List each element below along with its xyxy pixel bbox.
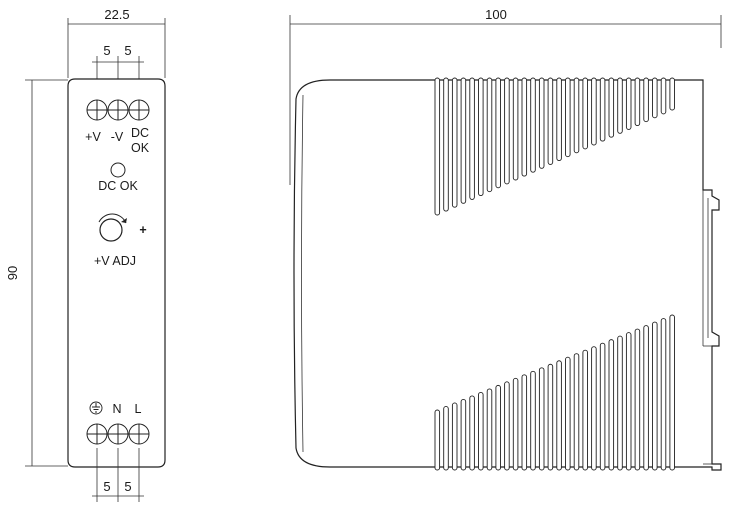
vent-slot-bottom bbox=[512, 377, 519, 471]
vent-slot-top bbox=[443, 77, 449, 212]
dc-ok-led-label: DC OK bbox=[98, 179, 138, 193]
terminal-screw-ground bbox=[86, 423, 108, 445]
side-view: 100 bbox=[289, 7, 722, 471]
terminal-pitch-bottom-dimension: 5 5 bbox=[92, 448, 144, 502]
top-vent-slots bbox=[434, 77, 675, 216]
vent-slot-bottom bbox=[634, 328, 641, 471]
vent-slot-bottom bbox=[434, 409, 441, 471]
vent-slot-top bbox=[625, 77, 632, 130]
vent-slot-bottom bbox=[547, 363, 554, 471]
vent-slot-top bbox=[486, 77, 493, 193]
terminal-screw-dc-ok bbox=[128, 99, 150, 121]
front-width-value: 22.5 bbox=[104, 7, 129, 22]
vent-slot-top bbox=[608, 77, 615, 138]
side-bezel-line bbox=[301, 94, 304, 453]
vent-slot-bottom bbox=[495, 384, 501, 471]
vent-slot-bottom bbox=[608, 339, 615, 471]
terminal-screw-line bbox=[128, 423, 150, 445]
vent-slot-bottom bbox=[582, 349, 588, 471]
vent-slot-bottom bbox=[538, 367, 545, 471]
voltage-adjust-potentiometer: + +V ADJ bbox=[94, 213, 147, 268]
terminal-screw-plus-v bbox=[86, 99, 108, 121]
vent-slot-top bbox=[660, 77, 667, 115]
vent-slot-top bbox=[460, 77, 467, 204]
terminal-label-dc: DC bbox=[131, 126, 149, 140]
vent-slot-bottom bbox=[669, 314, 675, 471]
vent-slot-bottom bbox=[469, 395, 475, 471]
terminal-pitch-top-1: 5 bbox=[103, 43, 110, 58]
vent-slot-top bbox=[634, 77, 641, 127]
din-rail-clip bbox=[702, 190, 712, 465]
terminal-label-plus-v: +V bbox=[85, 130, 101, 144]
vent-slot-top bbox=[478, 77, 484, 197]
vent-slot-top bbox=[669, 77, 675, 111]
terminal-label-line: L bbox=[135, 402, 142, 416]
bottom-vent-slots bbox=[434, 314, 675, 471]
depth-value: 100 bbox=[485, 7, 507, 22]
ground-symbol-icon bbox=[89, 401, 103, 415]
vent-slot-top bbox=[530, 77, 536, 173]
terminal-label-ok: OK bbox=[131, 141, 150, 155]
vent-slot-top bbox=[556, 77, 562, 162]
vent-slot-top bbox=[565, 77, 571, 158]
vent-slot-top bbox=[538, 77, 545, 169]
adjust-arrow-head bbox=[121, 218, 127, 223]
vent-slot-top bbox=[469, 77, 475, 200]
vent-slot-bottom bbox=[486, 388, 493, 471]
adjust-plus-sign: + bbox=[139, 223, 146, 237]
front-view: 22.5 5 5 90 bbox=[5, 7, 166, 502]
terminal-pitch-bottom-2: 5 bbox=[124, 479, 131, 494]
vent-slot-bottom bbox=[478, 391, 484, 471]
vent-slot-bottom bbox=[652, 321, 658, 471]
vent-slot-top bbox=[547, 77, 554, 165]
input-terminal-block: N L bbox=[86, 401, 150, 445]
vent-slot-top bbox=[434, 77, 441, 216]
terminal-pitch-bottom-1: 5 bbox=[103, 479, 110, 494]
height-dimension: 90 bbox=[5, 79, 68, 467]
terminal-screw-neutral bbox=[107, 423, 129, 445]
vent-slot-bottom bbox=[625, 332, 632, 471]
terminal-screw-minus-v bbox=[107, 99, 129, 121]
vent-slot-bottom bbox=[521, 374, 528, 471]
output-terminal-block: +V -V DC OK bbox=[85, 99, 150, 155]
vent-slot-bottom bbox=[643, 325, 649, 471]
vent-slot-top bbox=[652, 77, 658, 119]
vent-slot-top bbox=[617, 77, 623, 134]
terminal-label-minus-v: -V bbox=[111, 130, 124, 144]
vent-slot-bottom bbox=[504, 381, 510, 471]
vent-slot-top bbox=[495, 77, 501, 189]
vent-slot-top bbox=[521, 77, 528, 177]
depth-dimension: 100 bbox=[289, 7, 722, 185]
vent-slot-top bbox=[504, 77, 510, 185]
vent-slot-bottom bbox=[599, 342, 606, 471]
vent-slot-bottom bbox=[591, 346, 597, 471]
vent-slot-top bbox=[591, 77, 597, 146]
terminal-pitch-top-2: 5 bbox=[124, 43, 131, 58]
front-housing bbox=[67, 78, 166, 468]
vent-slot-bottom bbox=[617, 335, 623, 471]
vent-slot-top bbox=[643, 77, 649, 123]
vent-slot-top bbox=[582, 77, 588, 150]
terminal-pitch-top-dimension: 5 5 bbox=[92, 43, 144, 96]
height-value: 90 bbox=[5, 266, 20, 280]
vent-slot-top bbox=[512, 77, 519, 181]
vent-slot-bottom bbox=[443, 406, 449, 471]
dc-ok-led: DC OK bbox=[98, 162, 138, 193]
vent-slot-bottom bbox=[660, 318, 667, 471]
vent-slot-bottom bbox=[556, 360, 562, 471]
side-housing bbox=[293, 79, 722, 471]
vent-slot-bottom bbox=[460, 398, 467, 471]
vent-slot-bottom bbox=[573, 353, 580, 471]
vent-slot-bottom bbox=[565, 356, 571, 471]
vent-slot-top bbox=[451, 77, 458, 208]
vent-slot-top bbox=[599, 77, 606, 142]
vent-slot-bottom bbox=[530, 370, 536, 471]
front-width-dimension: 22.5 bbox=[67, 7, 166, 78]
v-adj-label: +V ADJ bbox=[94, 254, 136, 268]
vent-slot-top bbox=[573, 77, 580, 154]
vent-slot-bottom bbox=[451, 402, 458, 471]
terminal-label-neutral: N bbox=[112, 402, 121, 416]
